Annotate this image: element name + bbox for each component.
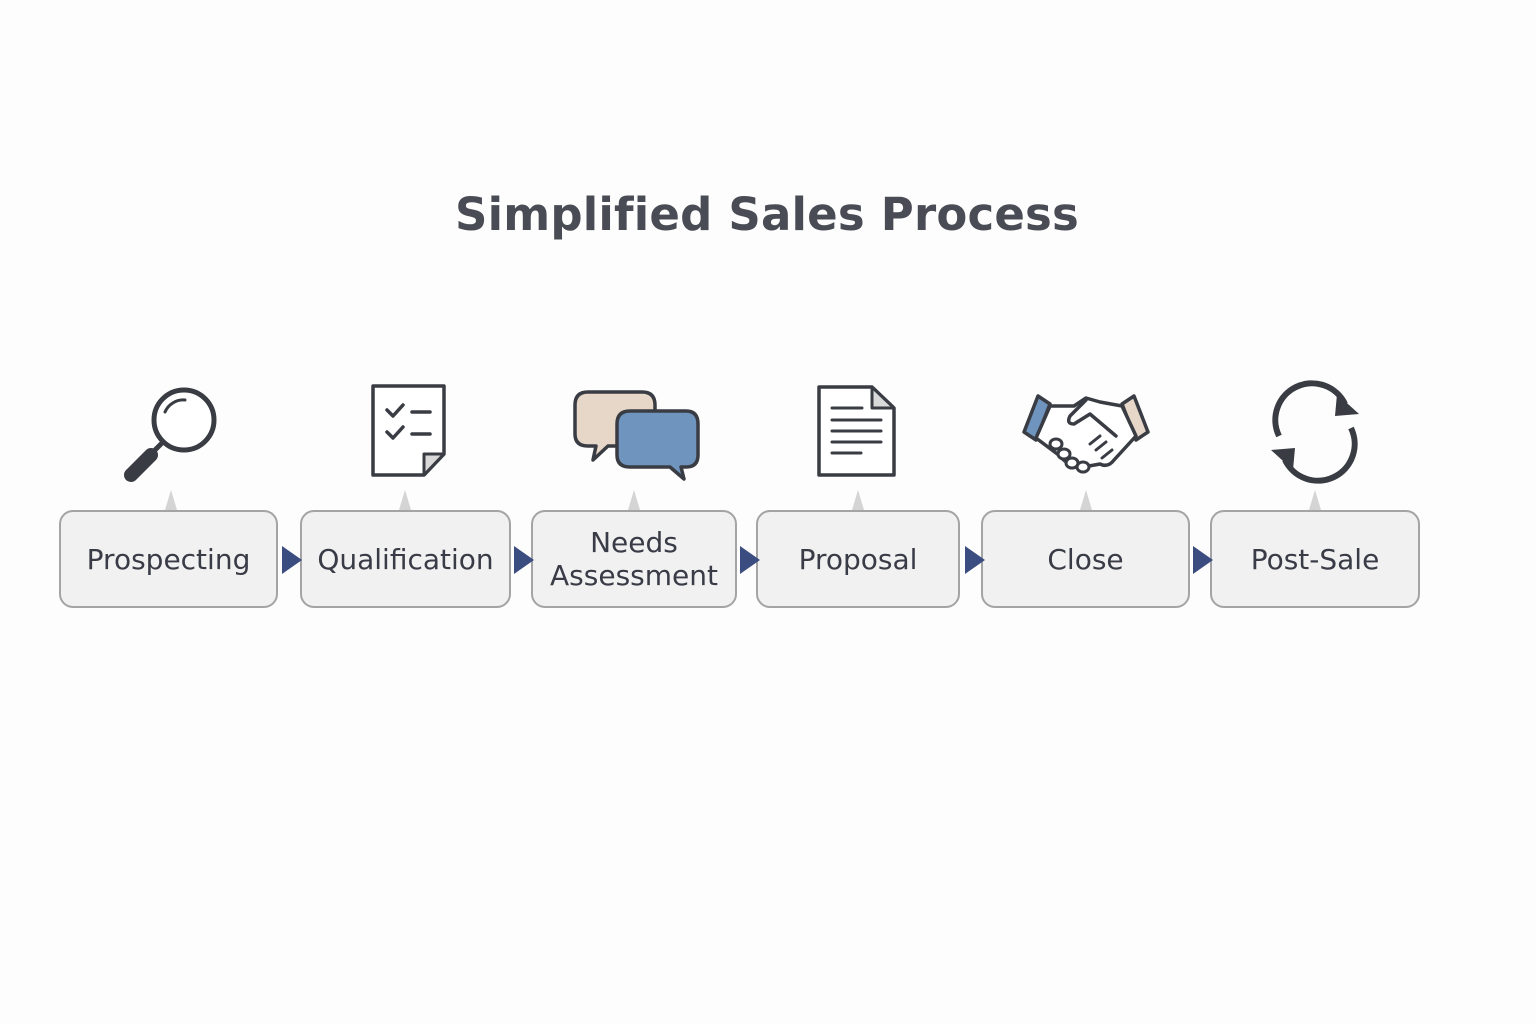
step-qualification: Qualification: [300, 510, 511, 608]
flow-arrow: [514, 546, 534, 574]
speech-bubbles-icon: [566, 378, 706, 486]
document-icon: [786, 378, 926, 486]
refresh-cycle-icon: [1245, 378, 1385, 486]
step-label: Post-Sale: [1250, 542, 1380, 576]
step-post-sale: Post-Sale: [1210, 510, 1420, 608]
flow-arrow: [1193, 546, 1213, 574]
step-label: Qualification: [317, 542, 494, 576]
step-close: Close: [981, 510, 1190, 608]
step-prospecting: Prospecting: [59, 510, 278, 608]
step-label: Needs Assessment: [550, 526, 718, 592]
icon-pointer: [852, 490, 864, 510]
icon-pointer: [628, 490, 640, 510]
handshake-icon: [1016, 378, 1156, 486]
diagram-title: Simplified Sales Process: [455, 188, 1080, 241]
step-label: Proposal: [798, 542, 918, 576]
step-label: Close: [1047, 542, 1124, 576]
flow-arrow: [965, 546, 985, 574]
icon-pointer: [399, 490, 411, 510]
step-needs-assessment: Needs Assessment: [531, 510, 737, 608]
icon-pointer: [1080, 490, 1092, 510]
step-label: Prospecting: [86, 542, 251, 576]
magnifying-glass-icon: [101, 378, 241, 486]
icon-pointer: [165, 490, 177, 510]
icon-pointer: [1309, 490, 1321, 510]
step-proposal: Proposal: [756, 510, 960, 608]
flow-arrow: [740, 546, 760, 574]
checklist-icon: [338, 378, 478, 486]
flow-arrow: [282, 546, 302, 574]
